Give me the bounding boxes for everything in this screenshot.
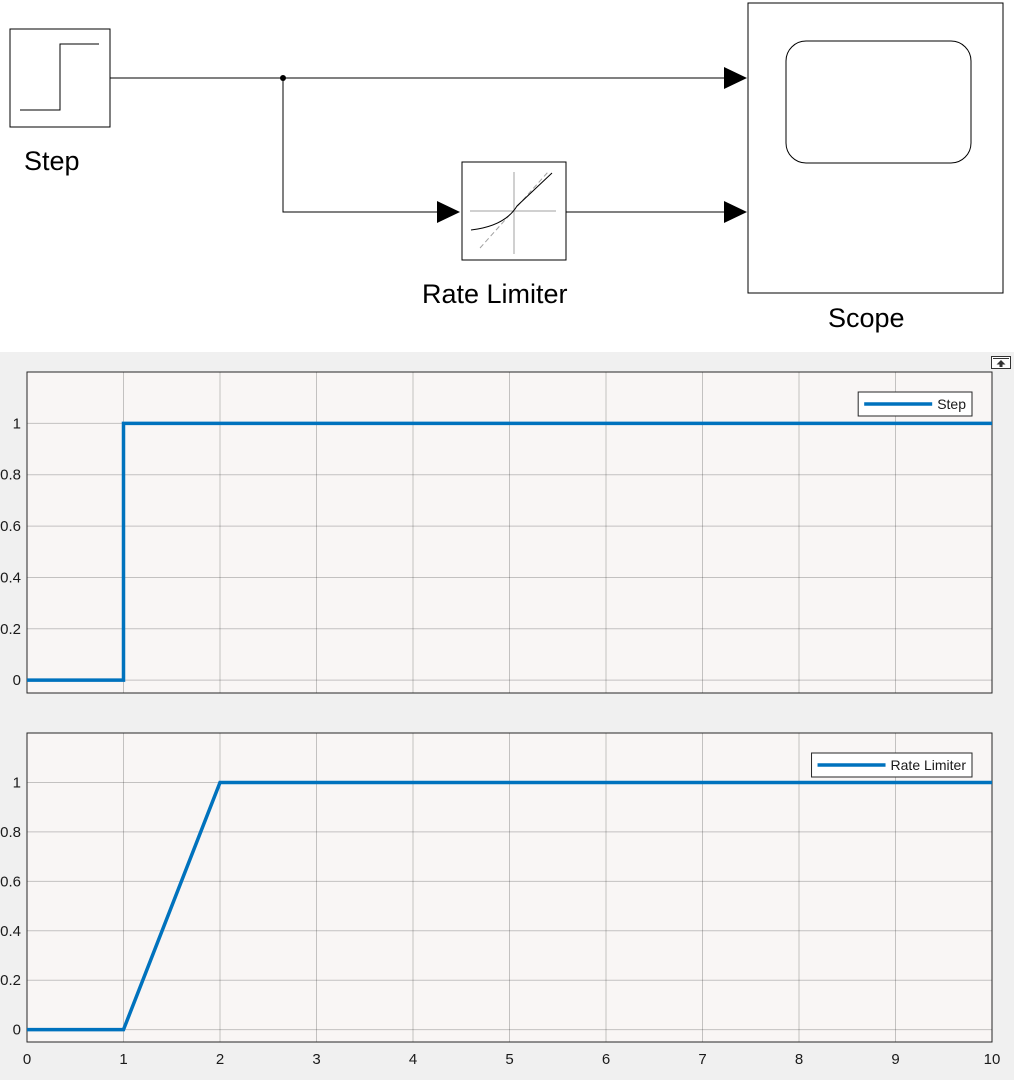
x-tick-label: 9: [891, 1051, 899, 1068]
y-tick-label: 0.4: [0, 569, 21, 586]
y-tick-label: 0.8: [0, 824, 21, 841]
y-tick-label: 0.4: [0, 923, 21, 940]
rate-limiter-block-label: Rate Limiter: [422, 279, 568, 309]
y-tick-label: 0.8: [0, 467, 21, 484]
y-tick-label: 0.2: [0, 972, 21, 989]
arrowhead-rate-limiter-input: [437, 201, 460, 223]
x-tick-label: 7: [698, 1051, 706, 1068]
y-tick-label: 0: [13, 1022, 21, 1039]
step-icon: [20, 43, 99, 111]
axes-1[interactable]: 0 0.2 0.4 0.6 0.8 1 Step: [0, 371, 993, 694]
legend[interactable]: Step: [857, 391, 973, 417]
arrowhead-scope-input-2: [724, 201, 747, 223]
signal-line-branch-to-rate-limiter[interactable]: [282, 78, 437, 213]
x-tick-label: 4: [409, 1051, 417, 1068]
rate-limiter-block[interactable]: [461, 161, 567, 261]
undock-icon: [991, 356, 1011, 369]
plot-area: [27, 372, 992, 693]
rate-limiter-icon: [470, 171, 556, 254]
x-tick-label: 6: [602, 1051, 610, 1068]
diagram-canvas: [9, 2, 1008, 298]
series-line-rate-limiter: [27, 780, 992, 1032]
x-tick-label: 8: [795, 1051, 803, 1068]
y-tick-label: 1: [13, 415, 21, 432]
axes-frame: [26, 732, 993, 1043]
branch-point: [280, 75, 286, 81]
x-tick-label: 1: [119, 1051, 127, 1068]
x-tick-label: 5: [505, 1051, 513, 1068]
y-tick-label: 0.2: [0, 621, 21, 638]
y-tick-label: 0: [13, 672, 21, 689]
y-tick-label: 1: [13, 774, 21, 791]
legend-label: Rate Limiter: [891, 757, 967, 773]
axes-frame: [26, 371, 993, 694]
x-tick-label: 0: [23, 1051, 31, 1068]
undock-button[interactable]: [991, 356, 1011, 369]
scope-screen-icon: [785, 40, 972, 164]
signal-lines: [110, 77, 724, 213]
x-tick-label: 10: [984, 1051, 1001, 1068]
series-line-step: [27, 421, 992, 682]
scope-block[interactable]: [747, 2, 1008, 298]
block-diagram: Step Rate Limiter Scope: [0, 0, 1014, 350]
legend[interactable]: Rate Limiter: [811, 752, 973, 778]
legend-label: Step: [937, 396, 966, 412]
scope-block-label: Scope: [828, 303, 905, 333]
x-tick-label: 3: [312, 1051, 320, 1068]
x-tick-label: 2: [216, 1051, 224, 1068]
y-tick-label: 0.6: [0, 518, 21, 535]
plot-area: [27, 733, 992, 1042]
step-block-label: Step: [24, 146, 80, 176]
arrowhead-scope-input-1: [724, 67, 747, 89]
step-block[interactable]: [9, 28, 111, 128]
y-tick-label: 0.6: [0, 873, 21, 890]
